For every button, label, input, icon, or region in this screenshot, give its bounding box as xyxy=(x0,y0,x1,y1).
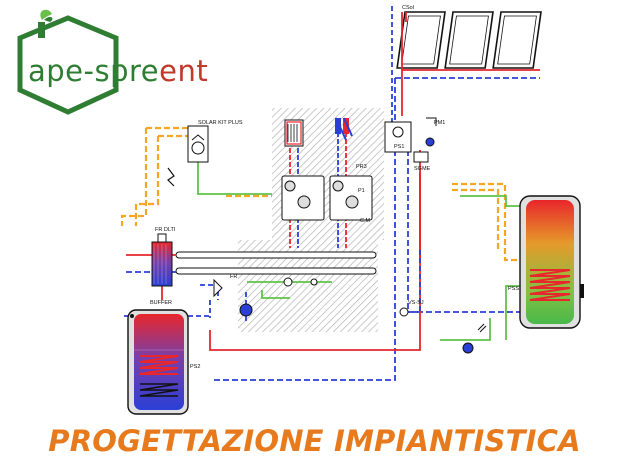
pss-label: PSS xyxy=(508,286,519,292)
leaf-icon xyxy=(40,9,52,20)
hydraulic-diagram: CSol xyxy=(120,5,584,415)
valves: FR VS-SJ xyxy=(213,274,487,354)
solar-kit-station: SOLAR KIT PLUS xyxy=(167,120,243,187)
vssj-label: VS-SJ xyxy=(408,300,424,306)
solar-panels: CSol xyxy=(396,5,542,69)
buffer-label: BUFFER xyxy=(150,300,172,306)
buffer-tank: PS2 xyxy=(127,309,200,415)
fr-filter-label: FR DLTI xyxy=(155,227,176,233)
solar-pump-group: PS1 SGME PM1 xyxy=(384,117,445,172)
sgme-label: SGME xyxy=(414,166,431,172)
page-title: PROGETTAZIONE IMPIANTISTICA xyxy=(48,424,581,458)
p1-label: P1 xyxy=(358,188,365,194)
cm-label: C.M xyxy=(360,218,371,224)
manifold xyxy=(175,251,377,275)
brand-name-part1: ape-spre xyxy=(28,54,160,88)
hexagon-logo-icon xyxy=(17,9,119,115)
dhw-storage-tank: PSS xyxy=(508,195,584,329)
brand-name-part2: ent xyxy=(159,54,209,88)
solar-kit-label: SOLAR KIT PLUS xyxy=(198,120,243,126)
brand-logo: ape-spreent xyxy=(8,8,248,126)
hydraulic-separator: FR DLTI BUFFER xyxy=(150,227,176,306)
fr2-label: FR xyxy=(230,274,237,280)
pr3-label: PR3 xyxy=(356,164,367,170)
ps1-label: PS1 xyxy=(394,144,404,150)
csol-label: CSol xyxy=(402,5,414,11)
distribution-modules: PR3 P1 C.M xyxy=(281,117,373,248)
pm1-label: PM1 xyxy=(434,120,445,126)
brand-name: ape-spreent xyxy=(28,54,208,88)
solar-circuit-pipes xyxy=(213,6,540,381)
solar-dashed-lines xyxy=(120,126,520,262)
ps2-label: PS2 xyxy=(190,364,200,370)
